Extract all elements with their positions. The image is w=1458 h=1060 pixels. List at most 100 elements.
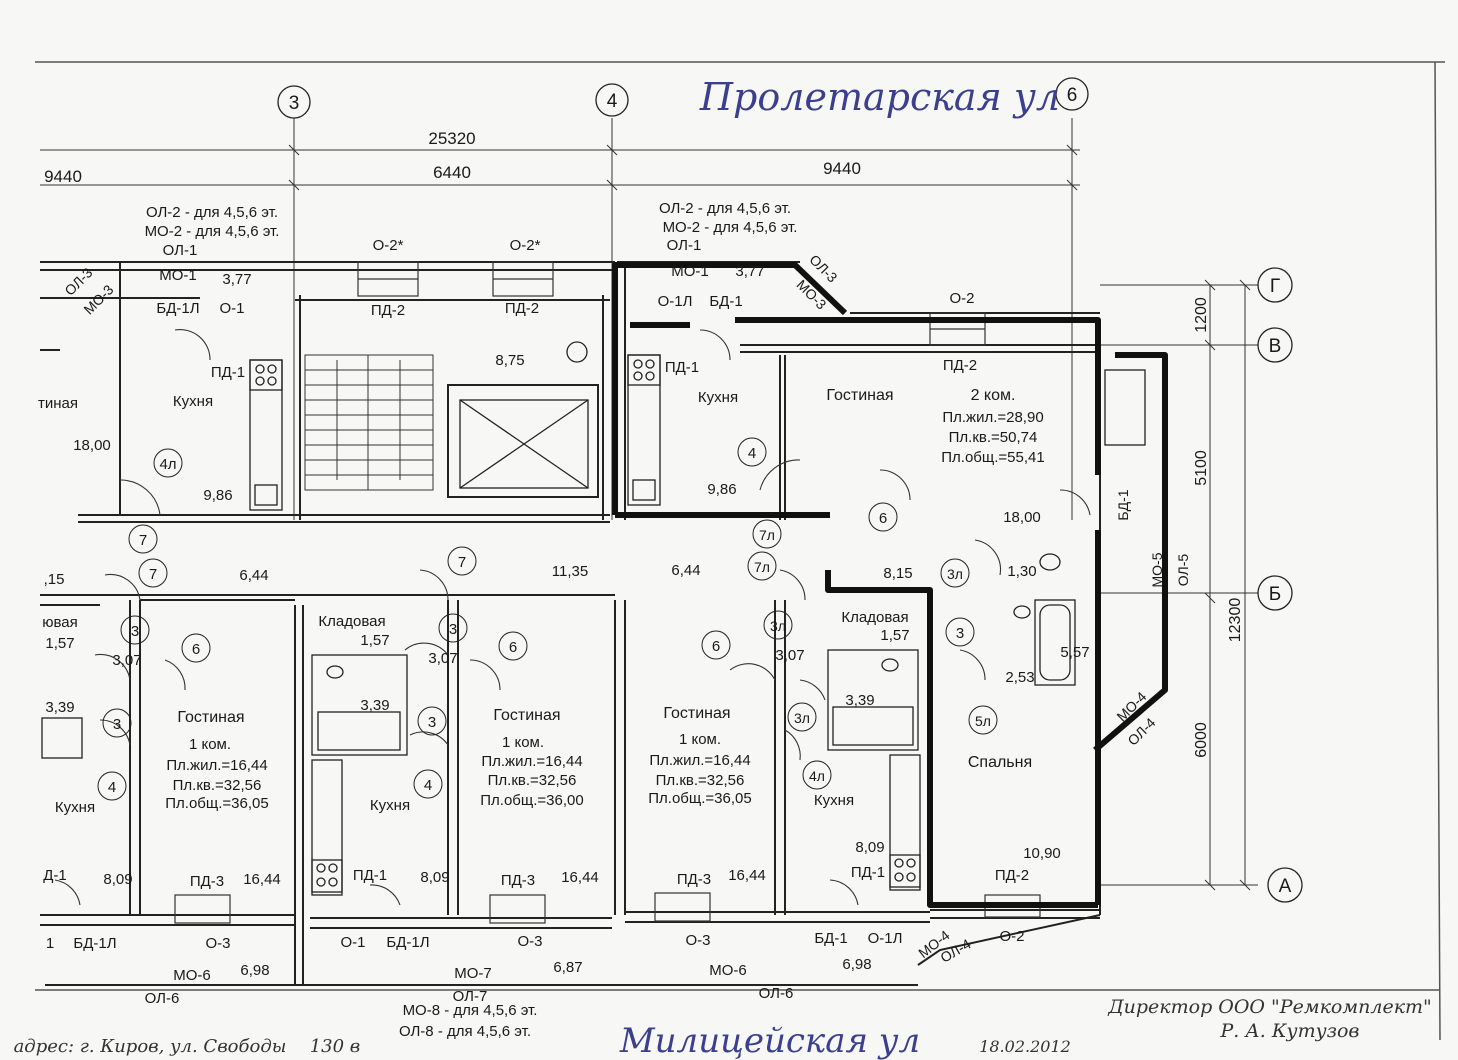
svg-text:А: А: [1279, 876, 1292, 897]
dim-1200: 1200: [1193, 297, 1210, 333]
svg-text:6: 6: [712, 638, 720, 655]
highlighted-apartment-outline: [612, 262, 1168, 908]
room-kitchen-upper-left: Кухня: [173, 393, 213, 410]
svg-text:Гостиная: Гостиная: [493, 707, 560, 724]
room-number-3l-a: 3л: [763, 610, 793, 640]
area-809-c: 8,09: [855, 839, 884, 856]
svg-text:3: 3: [131, 623, 139, 640]
svg-text:5л: 5л: [975, 713, 991, 729]
room-storage-2: Кладовая: [841, 609, 908, 626]
area-307-a: 3,07: [112, 652, 141, 669]
mark-mo3-left: МО-3: [80, 281, 116, 317]
area-307-c: 3,07: [775, 647, 804, 664]
area-1800-left: 18,00: [73, 437, 111, 454]
note-bottom-mo8: МО-8 - для 4,5,6 эт.: [403, 1002, 538, 1019]
dimension-lines: [40, 144, 1251, 891]
apartment-1-room-b-info: Гостиная 1 ком. Пл.жил.=16,44 Пл.кв.=32,…: [480, 707, 583, 809]
axis-bubble-3: 3: [277, 85, 311, 119]
svg-text:1 ком.: 1 ком.: [502, 734, 544, 751]
svg-text:6: 6: [1067, 85, 1078, 106]
room-storage-partial: ювая: [42, 614, 78, 631]
mark-o1l-top: О-1Л: [658, 293, 693, 310]
address-handwritten: адрес: г. Киров, ул. Свободы: [14, 1036, 287, 1057]
street-top-handwritten: Пролетарская ул: [699, 75, 1060, 119]
area-698-a: 6,98: [240, 962, 269, 979]
svg-text:Г: Г: [1270, 276, 1280, 297]
mark-pd3-a: ПД-3: [190, 873, 224, 890]
area-1644-a: 16,44: [243, 871, 281, 888]
axis-bubble-a: А: [1267, 867, 1303, 903]
area-644-left: 6,44: [239, 567, 268, 584]
area-157-b: 1,57: [360, 632, 389, 649]
room-storage-1: Кладовая: [318, 613, 385, 630]
area-698-b: 6,98: [842, 956, 871, 973]
svg-text:6: 6: [192, 641, 200, 658]
digit-one-partial: 1: [46, 935, 54, 952]
room-number-4l-upper: 4л: [153, 448, 183, 478]
svg-text:Пл.кв.=32,56: Пл.кв.=32,56: [488, 772, 577, 789]
svg-text:4: 4: [424, 777, 432, 794]
dim-total: 25320: [428, 129, 475, 148]
svg-text:7: 7: [149, 566, 157, 583]
mark-ol5: ОЛ-5: [1175, 554, 1191, 587]
mark-pd2-2: ПД-2: [505, 300, 539, 317]
area-809-a: 8,09: [103, 871, 132, 888]
apartment-2-room-info: Гостиная 2 ком. Пл.жил.=28,90 Пл.кв.=50,…: [826, 387, 1044, 466]
apartment-1-room-a-info: Гостиная 1 ком. Пл.жил.=16,44 Пл.кв.=32,…: [165, 709, 268, 812]
svg-text:Гостиная: Гостиная: [663, 705, 730, 722]
area-1644-b: 16,44: [561, 869, 599, 886]
mark-ol1-right: ОЛ-1: [667, 237, 702, 254]
room-kitchen-lower-c: Кухня: [814, 792, 854, 809]
room-number-4-lower-a: 4: [97, 771, 127, 801]
note-right-mo2: МО-2 - для 4,5,6 эт.: [663, 219, 798, 236]
area-377-left: 3,77: [222, 271, 251, 288]
svg-text:Пл.общ.=36,00: Пл.общ.=36,00: [480, 792, 583, 809]
room-number-4l-lower: 4л: [802, 760, 832, 790]
note-left-mo2: МО-2 - для 4,5,6 эт.: [145, 223, 280, 240]
elevator-shaft: [447, 384, 599, 498]
axis-bubble-4: 4: [595, 83, 629, 117]
svg-text:Гостиная: Гостиная: [177, 709, 244, 726]
axis-bubble-v: В: [1257, 327, 1293, 363]
mark-mo6-b: МО-6: [709, 962, 747, 979]
svg-text:В: В: [1269, 336, 1282, 357]
mark-bd1l-lower-a: БД-1Л: [73, 935, 116, 952]
mark-bd1-lower: БД-1: [814, 930, 847, 947]
room-number-6-c: 6: [701, 630, 731, 660]
mark-pd2-bedroom: ПД-2: [995, 867, 1029, 884]
room-number-7-c: 7: [447, 546, 477, 576]
mark-o1l-lower: О-1Л: [868, 930, 903, 947]
mark-bd1-top: БД-1: [709, 293, 742, 310]
svg-text:4л: 4л: [159, 456, 176, 473]
area-307-b: 3,07: [428, 650, 457, 667]
svg-text:4: 4: [108, 779, 116, 796]
svg-text:3: 3: [956, 625, 964, 642]
svg-text:3л: 3л: [947, 566, 963, 582]
stair-flight: [304, 354, 434, 491]
bathroom-fixtures: [41, 369, 1146, 759]
area-875: 8,75: [495, 352, 524, 369]
mark-pd1-lower-c: ПД-1: [851, 864, 885, 881]
area-130: 1,30: [1007, 563, 1036, 580]
note-bottom-ol8: ОЛ-8 - для 4,5,6 эт.: [399, 1023, 531, 1040]
mark-mo7: МО-7: [454, 965, 492, 982]
svg-text:7: 7: [139, 532, 147, 549]
mark-d1-partial: Д-1: [43, 867, 67, 884]
mark-mo1-right: МО-1: [671, 263, 709, 280]
mark-pd1-lower-b: ПД-1: [353, 867, 387, 884]
room-number-3-b: 3: [438, 613, 468, 643]
room-number-7-b: 7: [138, 558, 168, 588]
mark-mo5: МО-5: [1149, 552, 1165, 587]
mark-pd3-c: ПД-3: [677, 871, 711, 888]
dim-right: 9440: [823, 159, 861, 178]
area-157-c: 1,57: [880, 627, 909, 644]
apt2-total: Пл.общ.=55,41: [941, 449, 1044, 466]
svg-text:Пл.общ.=36,05: Пл.общ.=36,05: [165, 795, 268, 812]
note-left-ol2: ОЛ-2 - для 4,5,6 эт.: [146, 204, 278, 221]
dim-left: 9440: [44, 167, 82, 186]
mark-ol6-a: ОЛ-6: [145, 990, 180, 1007]
kitchen-fixtures: [249, 354, 921, 896]
svg-text:7: 7: [458, 554, 466, 571]
area-157-a: 1,57: [45, 635, 74, 652]
room-number-4-upper: 4: [737, 437, 767, 467]
